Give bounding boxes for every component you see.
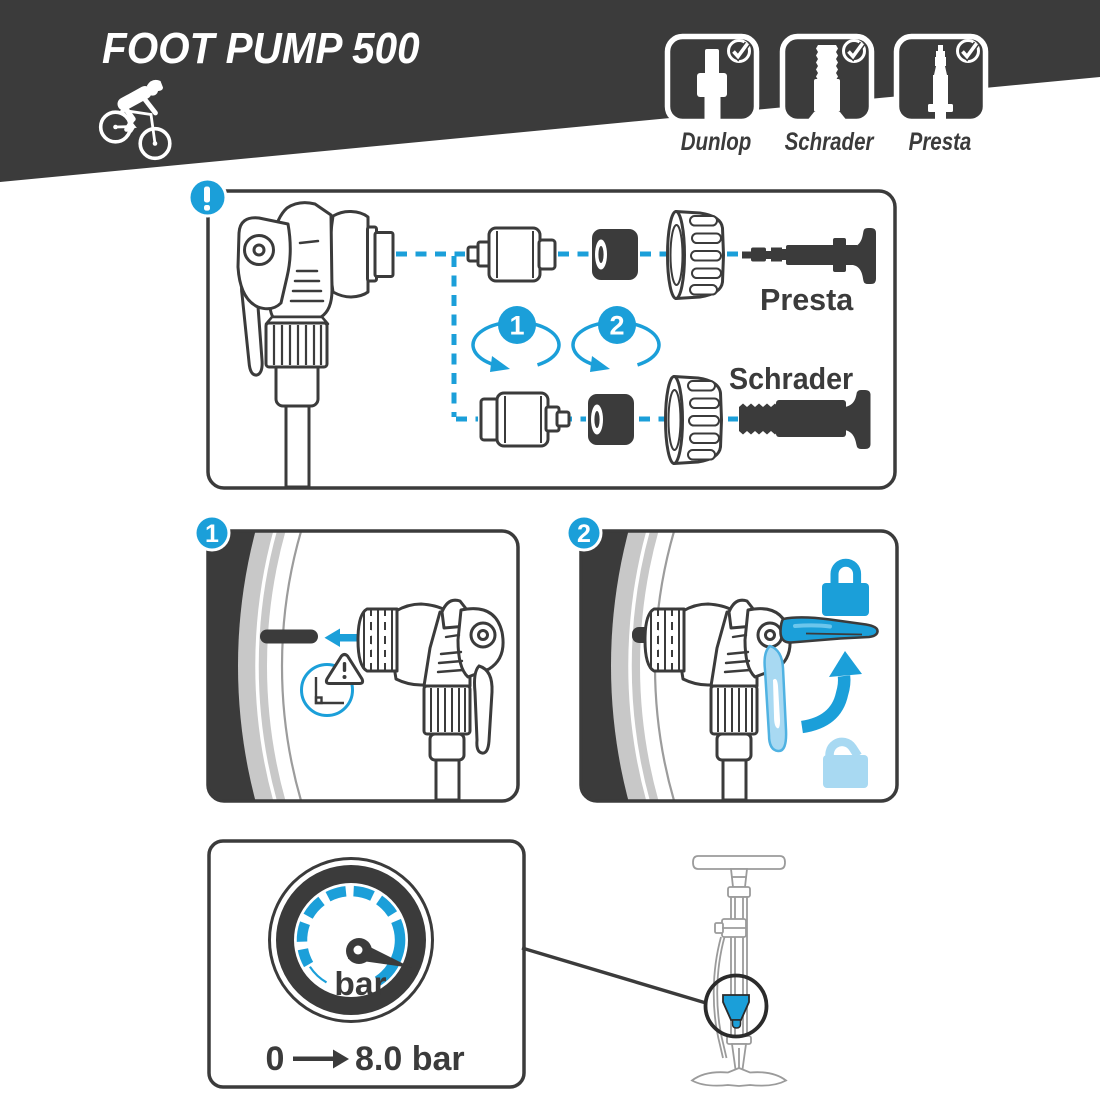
svg-text:FOOT PUMP 500: FOOT PUMP 500 — [102, 23, 420, 72]
svg-text:Presta: Presta — [909, 127, 972, 155]
svg-text:Schrader: Schrader — [729, 362, 854, 396]
svg-text:0: 0 — [266, 1040, 285, 1078]
svg-text:Presta: Presta — [760, 283, 854, 317]
svg-text:2: 2 — [609, 311, 624, 341]
svg-text:Dunlop: Dunlop — [681, 127, 752, 155]
svg-text:8.0 bar: 8.0 bar — [355, 1040, 465, 1078]
svg-text:bar: bar — [334, 966, 386, 1003]
svg-text:1: 1 — [205, 520, 219, 548]
svg-text:1: 1 — [509, 311, 524, 341]
svg-text:Schrader: Schrader — [785, 127, 875, 155]
svg-text:2: 2 — [577, 520, 591, 548]
